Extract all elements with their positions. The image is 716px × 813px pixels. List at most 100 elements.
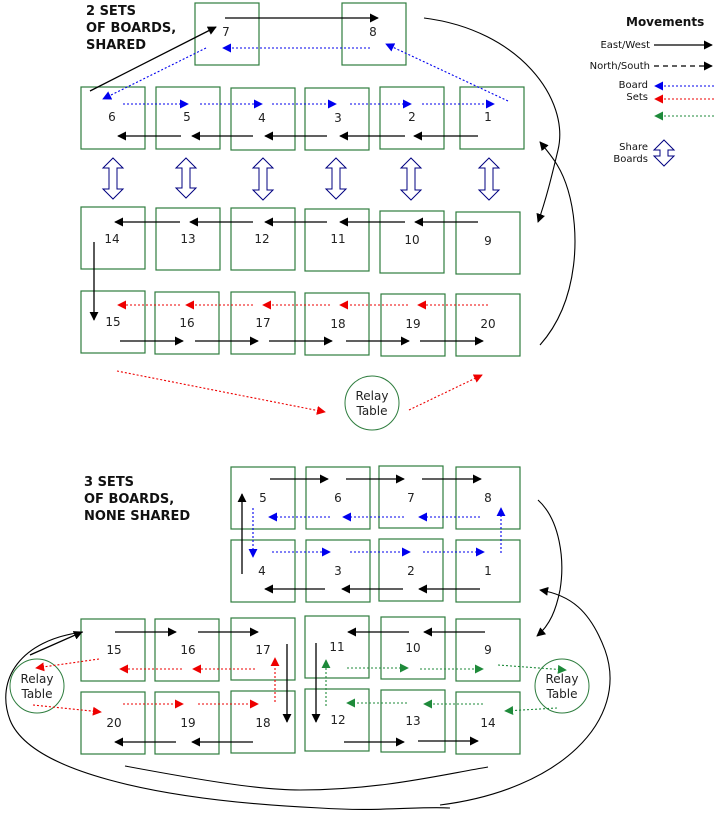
legend-board-sets-label: Board Sets xyxy=(618,80,648,103)
table-13-set2: 13 xyxy=(380,689,446,753)
table-number: 9 xyxy=(484,234,492,248)
table-1-set2: 1 xyxy=(455,539,521,603)
legend-share-icon xyxy=(652,139,676,167)
board-arrow xyxy=(102,47,207,100)
table-number: 8 xyxy=(369,25,377,39)
table-14-set1: 14 xyxy=(80,206,146,270)
table-3-set2: 3 xyxy=(305,539,371,603)
table-number: 20 xyxy=(106,716,121,730)
table-5-set1: 5 xyxy=(155,86,221,150)
table-number: 1 xyxy=(484,564,492,578)
table-4-set1: 4 xyxy=(230,87,296,151)
table-number: 7 xyxy=(222,25,230,39)
svg-text:Table: Table xyxy=(20,687,52,701)
section2-title: 3 SETS OF BOARDS, NONE SHARED xyxy=(84,475,191,524)
table-number: 2 xyxy=(408,110,416,124)
table-number: 2 xyxy=(407,564,415,578)
table-13-set1: 13 xyxy=(155,207,221,271)
table-number: 18 xyxy=(255,716,270,730)
table-19-set2: 19 xyxy=(154,691,220,755)
ns-curve xyxy=(539,141,576,346)
table-16-set2: 16 xyxy=(154,618,220,682)
table-number: 3 xyxy=(334,111,342,125)
table-number: 10 xyxy=(405,641,420,655)
table-number: 13 xyxy=(405,714,420,728)
table-number: 8 xyxy=(484,491,492,505)
table-15-set2: 15 xyxy=(80,618,146,682)
table-3-set1: 3 xyxy=(304,87,370,151)
svg-text:Relay: Relay xyxy=(546,672,579,686)
section1-title: 2 SETS OF BOARDS, SHARED xyxy=(86,4,177,53)
table-number: 4 xyxy=(258,111,266,125)
table-number: 1 xyxy=(484,110,492,124)
legend-east-west-label: East/West xyxy=(600,40,650,51)
table-number: 12 xyxy=(330,713,345,727)
svg-text:Table: Table xyxy=(355,404,387,418)
table-15-set1: 15 xyxy=(80,290,146,354)
table-number: 15 xyxy=(106,643,121,657)
board-arrow xyxy=(408,374,483,411)
table-10-set1: 10 xyxy=(379,210,445,274)
table-6-set2: 6 xyxy=(305,466,371,530)
board-arrow xyxy=(385,43,509,102)
table-11-set1: 11 xyxy=(304,208,370,272)
loop-line xyxy=(5,631,451,810)
table-number: 19 xyxy=(405,317,420,331)
table-2-set2: 2 xyxy=(378,538,444,602)
table-8-set1: 8 xyxy=(341,2,407,66)
share-boards-icon xyxy=(101,157,125,200)
share-boards-icon xyxy=(399,157,423,201)
table-12-set1: 12 xyxy=(230,207,296,271)
share-boards-icon xyxy=(324,157,348,200)
table-20-set2: 20 xyxy=(80,691,146,755)
table-12-set2: 12 xyxy=(304,688,370,752)
share-boards-icon xyxy=(477,157,501,201)
table-1-set1: 1 xyxy=(459,86,525,150)
table-9-set1: 9 xyxy=(455,211,521,275)
svg-text:Relay: Relay xyxy=(21,672,54,686)
table-19-set1: 19 xyxy=(380,293,446,357)
legend-north-south-label: North/South xyxy=(589,61,650,72)
board-arrow xyxy=(32,704,102,716)
table-4-set2: 4 xyxy=(230,539,296,603)
ns-curve xyxy=(439,586,611,806)
ns-arrow xyxy=(29,631,83,656)
table-17-set2: 17 xyxy=(230,617,296,681)
loop-line xyxy=(124,765,489,791)
table-number: 5 xyxy=(259,491,267,505)
table-number: 5 xyxy=(183,110,191,124)
share-boards-icon xyxy=(174,157,198,199)
table-number: 14 xyxy=(480,716,495,730)
table-number: 7 xyxy=(407,491,415,505)
table-5-set2: 5 xyxy=(230,466,296,530)
board-arrow xyxy=(116,370,326,415)
table-number: 17 xyxy=(255,643,270,657)
svg-text:Relay: Relay xyxy=(356,389,389,403)
ns-curve xyxy=(536,499,563,637)
table-6-set1: 6 xyxy=(80,86,146,150)
table-2-set1: 2 xyxy=(379,86,445,150)
table-18-set2: 18 xyxy=(230,690,296,754)
table-number: 14 xyxy=(104,232,119,246)
table-9-set2: 9 xyxy=(455,618,521,682)
table-number: 9 xyxy=(484,643,492,657)
table-number: 12 xyxy=(254,232,269,246)
legend-share-boards-label: Share Boards xyxy=(613,142,648,165)
ns-curve xyxy=(423,17,561,223)
table-number: 6 xyxy=(334,491,342,505)
table-17-set1: 17 xyxy=(230,291,296,355)
table-20-set1: 20 xyxy=(455,293,521,357)
board-arrow xyxy=(497,664,567,674)
table-number: 11 xyxy=(330,232,345,246)
table-18-set1: 18 xyxy=(304,292,370,356)
board-arrow xyxy=(35,658,100,672)
legend-heading: Movements xyxy=(626,15,705,29)
table-8-set2: 8 xyxy=(455,466,521,530)
ew-arrow xyxy=(89,26,217,92)
table-number: 19 xyxy=(180,716,195,730)
board-arrow xyxy=(504,706,558,716)
table-number: 11 xyxy=(329,640,344,654)
table-number: 17 xyxy=(255,316,270,330)
